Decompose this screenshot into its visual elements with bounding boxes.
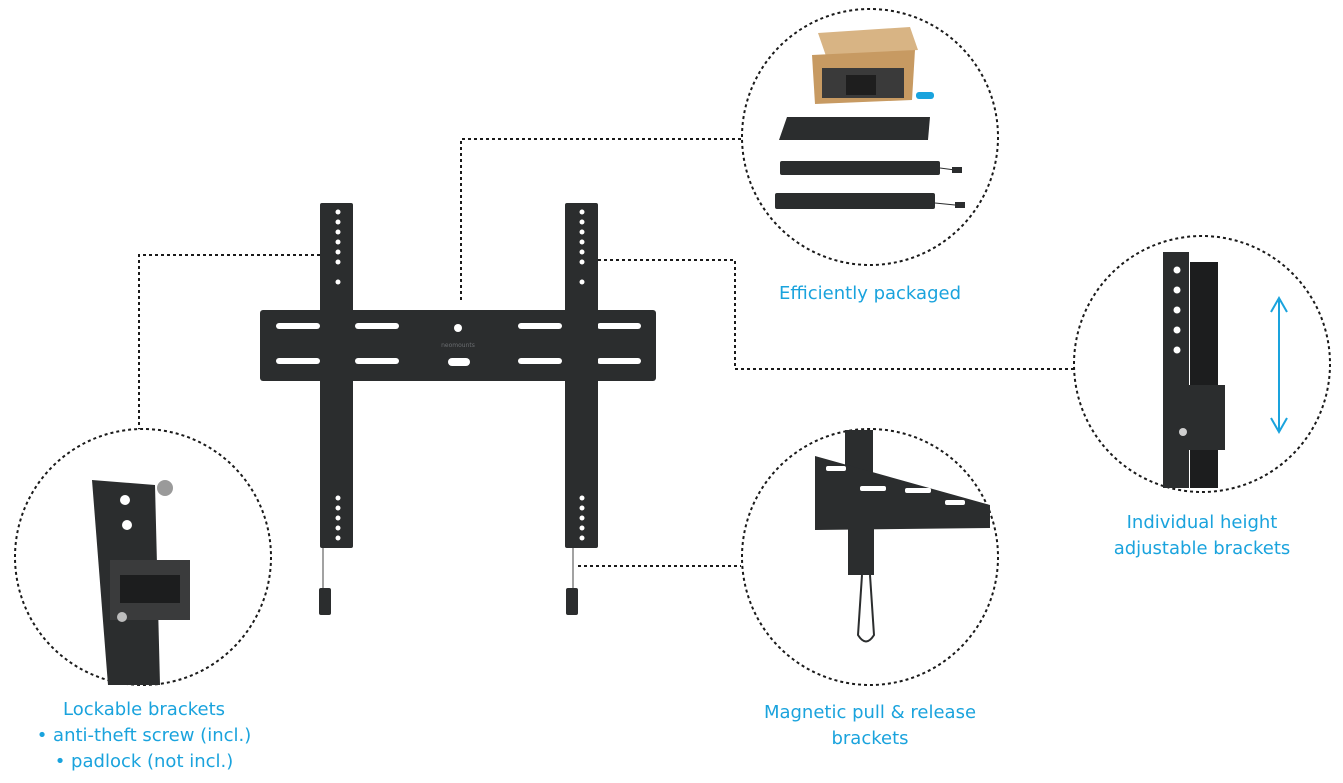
wall-plate-slots xyxy=(276,323,641,366)
caption-height-line-1: Individual height xyxy=(1126,512,1278,533)
detail-height xyxy=(1073,235,1331,493)
magnetic-plate xyxy=(815,456,990,530)
caption-lockable: Lockable brackets • anti-theft screw (in… xyxy=(13,697,275,775)
double-headed-vertical-arrow-icon xyxy=(1270,295,1288,435)
caption-lockable-line-2: • anti-theft screw (incl.) xyxy=(36,725,252,746)
detail-lockable xyxy=(14,428,272,686)
brand-mark: neomounts xyxy=(441,342,475,349)
caption-lockable-line-3: • padlock (not incl.) xyxy=(54,751,234,772)
detail-packaged xyxy=(741,8,999,266)
connector-lines xyxy=(138,138,1074,567)
magnetic-pull-loop xyxy=(856,574,876,643)
left-weight xyxy=(319,588,331,615)
connector-packaged xyxy=(460,138,741,300)
caption-magnetic: Magnetic pull & release brackets xyxy=(730,700,1010,752)
right-bracket xyxy=(565,203,598,615)
package-box-illustration xyxy=(812,27,934,104)
caption-magnetic-line-2: brackets xyxy=(831,728,909,749)
right-weight xyxy=(566,588,578,615)
caption-packaged: Efficiently packaged xyxy=(750,281,990,307)
caption-packaged-line-1: Efficiently packaged xyxy=(778,283,961,304)
caption-height: Individual height adjustable brackets xyxy=(1082,510,1322,562)
caption-lockable-line-1: Lockable brackets xyxy=(62,699,226,720)
connector-lockable xyxy=(138,254,320,431)
package-bracket-2 xyxy=(775,193,935,209)
wall-mount: neomounts xyxy=(260,203,656,615)
caption-magnetic-line-1: Magnetic pull & release xyxy=(763,702,977,723)
package-plate xyxy=(779,117,930,140)
package-bracket-1 xyxy=(780,161,940,175)
anti-theft-screw xyxy=(157,480,173,496)
connector-height xyxy=(598,259,1074,370)
left-bracket xyxy=(319,203,353,615)
detail-magnetic xyxy=(741,428,999,686)
caption-height-line-2: adjustable brackets xyxy=(1113,538,1291,559)
